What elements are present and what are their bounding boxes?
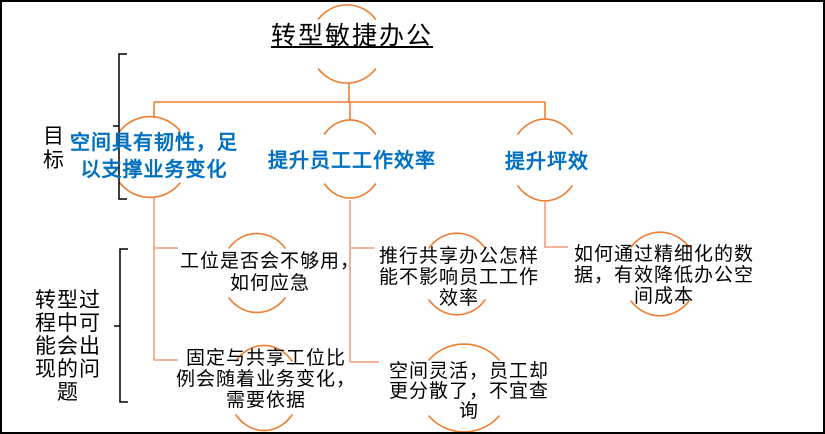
circle-annotations xyxy=(119,4,690,432)
goal1-problem-connector xyxy=(153,198,178,361)
goal-node-space-resilience: 空间具有韧性，足 以支撑业务变化 xyxy=(70,132,238,181)
row-brackets xyxy=(113,53,128,403)
problem-node-desk-shortage: 工位是否会不够用， 如何应急 xyxy=(179,251,360,294)
circle-problem2 xyxy=(428,232,486,316)
goals-bracket xyxy=(113,53,127,200)
problem-node-desk-ratio-basis: 固定与共享工位比 例会随着业务变化， 需要依据 xyxy=(175,348,356,411)
circle-title xyxy=(317,4,377,84)
diagram-title: 转型敏捷办公 xyxy=(270,23,433,50)
goal3-problem-connector xyxy=(544,202,568,248)
tree-connectors xyxy=(153,83,546,120)
row-label-goals: 目 标 xyxy=(43,124,65,172)
circle-problem1 xyxy=(228,232,286,314)
circle-goal3 xyxy=(517,118,573,202)
goal2-problem-connector xyxy=(349,200,379,363)
circle-problem3 xyxy=(630,231,690,317)
circle-goal2 xyxy=(323,119,377,199)
circle-goal1 xyxy=(119,115,181,199)
row-label-problems: 转型过 程中可 能会出 现的问 题 xyxy=(35,288,101,404)
circle-problem4 xyxy=(235,344,293,432)
circle-problem5 xyxy=(428,343,500,432)
problem-connectors xyxy=(153,198,568,363)
goal-node-area-efficiency: 提升坪效 xyxy=(505,151,589,173)
goal-node-staff-efficiency: 提升员工工作效率 xyxy=(268,150,436,172)
problem-node-scattered-staff: 空间灵活，员工却 更分散了，不宜查 询 xyxy=(388,361,549,422)
problem-node-shared-office-efficiency: 推行共享办公怎样 能不影响员工工作 效率 xyxy=(378,246,539,309)
problems-bracket xyxy=(114,248,128,403)
problem-node-data-cost-reduction: 如何通过精细化的数 据，有效降低办公空 间成本 xyxy=(573,244,754,307)
